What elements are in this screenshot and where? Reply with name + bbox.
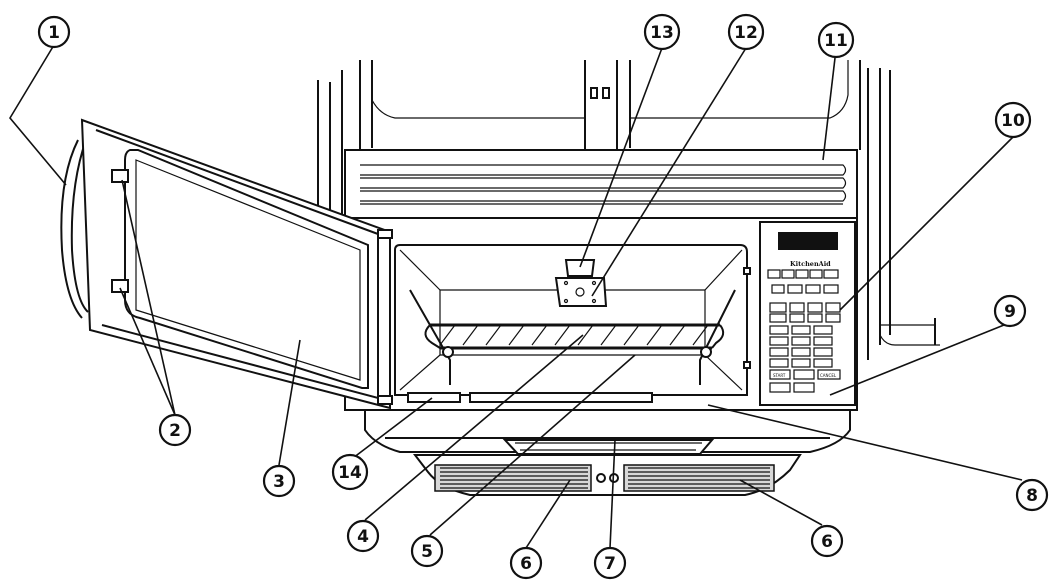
door-window xyxy=(124,149,369,389)
cooking-rack xyxy=(424,323,725,358)
door-latch-upper xyxy=(111,169,129,183)
callout-label-5: 5 xyxy=(421,542,433,562)
callout-label-12: 12 xyxy=(734,23,758,43)
callout-4: 4 xyxy=(346,519,380,553)
display-window xyxy=(778,232,838,250)
callout-label-3: 3 xyxy=(273,472,285,492)
callout-label-7: 7 xyxy=(604,554,616,574)
grease-filter-right xyxy=(623,464,775,492)
callout-label-13: 13 xyxy=(650,23,674,43)
callout-5: 5 xyxy=(410,534,444,568)
callout-label-9: 9 xyxy=(1004,302,1016,322)
callout-13: 13 xyxy=(643,13,681,51)
callout-9: 9 xyxy=(993,294,1027,328)
callout-6-right: 6 xyxy=(810,524,844,558)
callout-label-14: 14 xyxy=(338,463,362,483)
door-latch-lower xyxy=(111,279,129,293)
callout-label-8: 8 xyxy=(1026,486,1038,506)
start-key-label: START xyxy=(773,373,786,378)
callout-label-1: 1 xyxy=(48,23,60,43)
callout-label-11: 11 xyxy=(824,31,848,51)
callout-12: 12 xyxy=(727,13,765,51)
callout-11: 11 xyxy=(817,21,855,59)
model-label-plate xyxy=(407,392,461,403)
callout-1: 1 xyxy=(37,15,71,49)
control-keypad: KitchenAid START CANCEL xyxy=(767,232,841,393)
cavity-light xyxy=(564,259,596,277)
callout-10: 10 xyxy=(994,101,1032,139)
callout-label-10: 10 xyxy=(1001,111,1025,131)
callout-14: 14 xyxy=(331,453,369,491)
microwave-body xyxy=(344,149,858,496)
callout-2: 2 xyxy=(158,413,192,447)
top-vent-grille xyxy=(360,164,847,205)
upper-cabinets xyxy=(317,60,940,360)
callout-label-6-left: 6 xyxy=(520,554,532,574)
oven-cavity xyxy=(394,244,748,396)
cancel-key-label: CANCEL xyxy=(820,373,837,378)
callout-7: 7 xyxy=(593,546,627,580)
grease-filter-left xyxy=(434,464,592,492)
callout-6-left: 6 xyxy=(509,546,543,580)
waveguide-cover xyxy=(554,277,608,307)
microwave-door xyxy=(60,118,393,410)
brand-label: KitchenAid xyxy=(790,260,831,268)
callout-label-4: 4 xyxy=(357,527,369,547)
callout-8: 8 xyxy=(1015,478,1049,512)
callout-label-6-right: 6 xyxy=(821,532,833,552)
callout-label-2: 2 xyxy=(169,421,181,441)
leader-lines xyxy=(9,44,1023,549)
callout-3: 3 xyxy=(262,464,296,498)
